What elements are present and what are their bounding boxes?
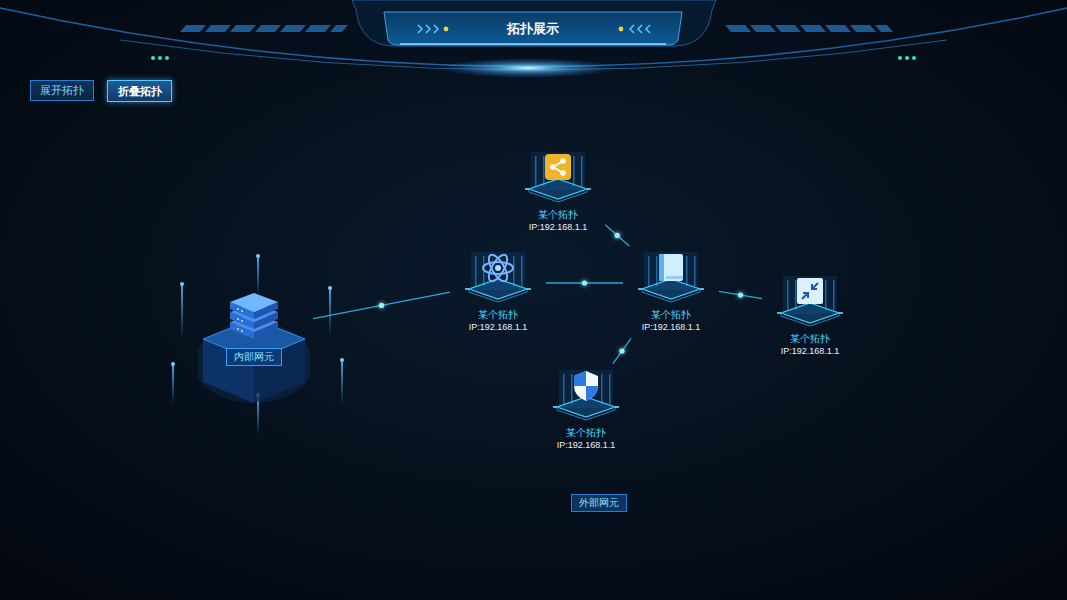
network-element: 内部网元 xyxy=(198,283,310,408)
page-title: 拓扑展示 xyxy=(433,20,633,38)
link-line xyxy=(719,291,762,298)
device-icon xyxy=(636,248,706,306)
device-icon xyxy=(463,248,533,306)
flow-dot xyxy=(615,233,620,238)
element-label: 外部网元 xyxy=(579,496,619,510)
device-icon xyxy=(551,366,621,424)
link-line xyxy=(613,338,631,363)
header xyxy=(0,0,1067,78)
title-bar: 拓扑展示 xyxy=(433,20,633,38)
toolbar-button-active: 折叠拓扑 xyxy=(107,80,172,102)
node-ip: IP:192.168.1.1 xyxy=(765,345,855,358)
device-icon xyxy=(775,272,845,330)
flow-dot xyxy=(619,348,624,353)
toolbar-button: 展开拓扑 xyxy=(30,80,94,101)
node-title: 某个拓扑 xyxy=(453,308,543,321)
flow-dot xyxy=(379,303,384,308)
node-ip: IP:192.168.1.1 xyxy=(513,221,603,234)
node-title: 某个拓扑 xyxy=(541,426,631,439)
topology-node: 某个拓扑IP:192.168.1.1 xyxy=(765,272,855,360)
server-cube xyxy=(198,283,310,408)
flow-dot xyxy=(738,292,743,297)
topology-node: 某个拓扑IP:192.168.1.1 xyxy=(513,148,603,236)
light-spikes xyxy=(171,254,344,435)
element-label: 内部网元 xyxy=(226,348,282,366)
node-ip: IP:192.168.1.1 xyxy=(626,321,716,334)
flow-dot xyxy=(582,280,587,285)
topology-node: 某个拓扑IP:192.168.1.1 xyxy=(453,248,543,336)
node-title: 某个拓扑 xyxy=(513,208,603,221)
topology-node: 某个拓扑IP:192.168.1.1 xyxy=(541,366,631,454)
element-badge: 外部网元 xyxy=(571,494,627,512)
node-title: 某个拓扑 xyxy=(765,332,855,345)
link-line xyxy=(313,292,450,318)
node-ip: IP:192.168.1.1 xyxy=(453,321,543,334)
link-line xyxy=(605,225,629,246)
node-ip: IP:192.168.1.1 xyxy=(541,439,631,452)
button-label: 展开拓扑 xyxy=(40,83,84,98)
device-icon xyxy=(523,148,593,206)
button-label: 折叠拓扑 xyxy=(118,84,162,99)
topology-node: 某个拓扑IP:192.168.1.1 xyxy=(626,248,716,336)
node-title: 某个拓扑 xyxy=(626,308,716,321)
